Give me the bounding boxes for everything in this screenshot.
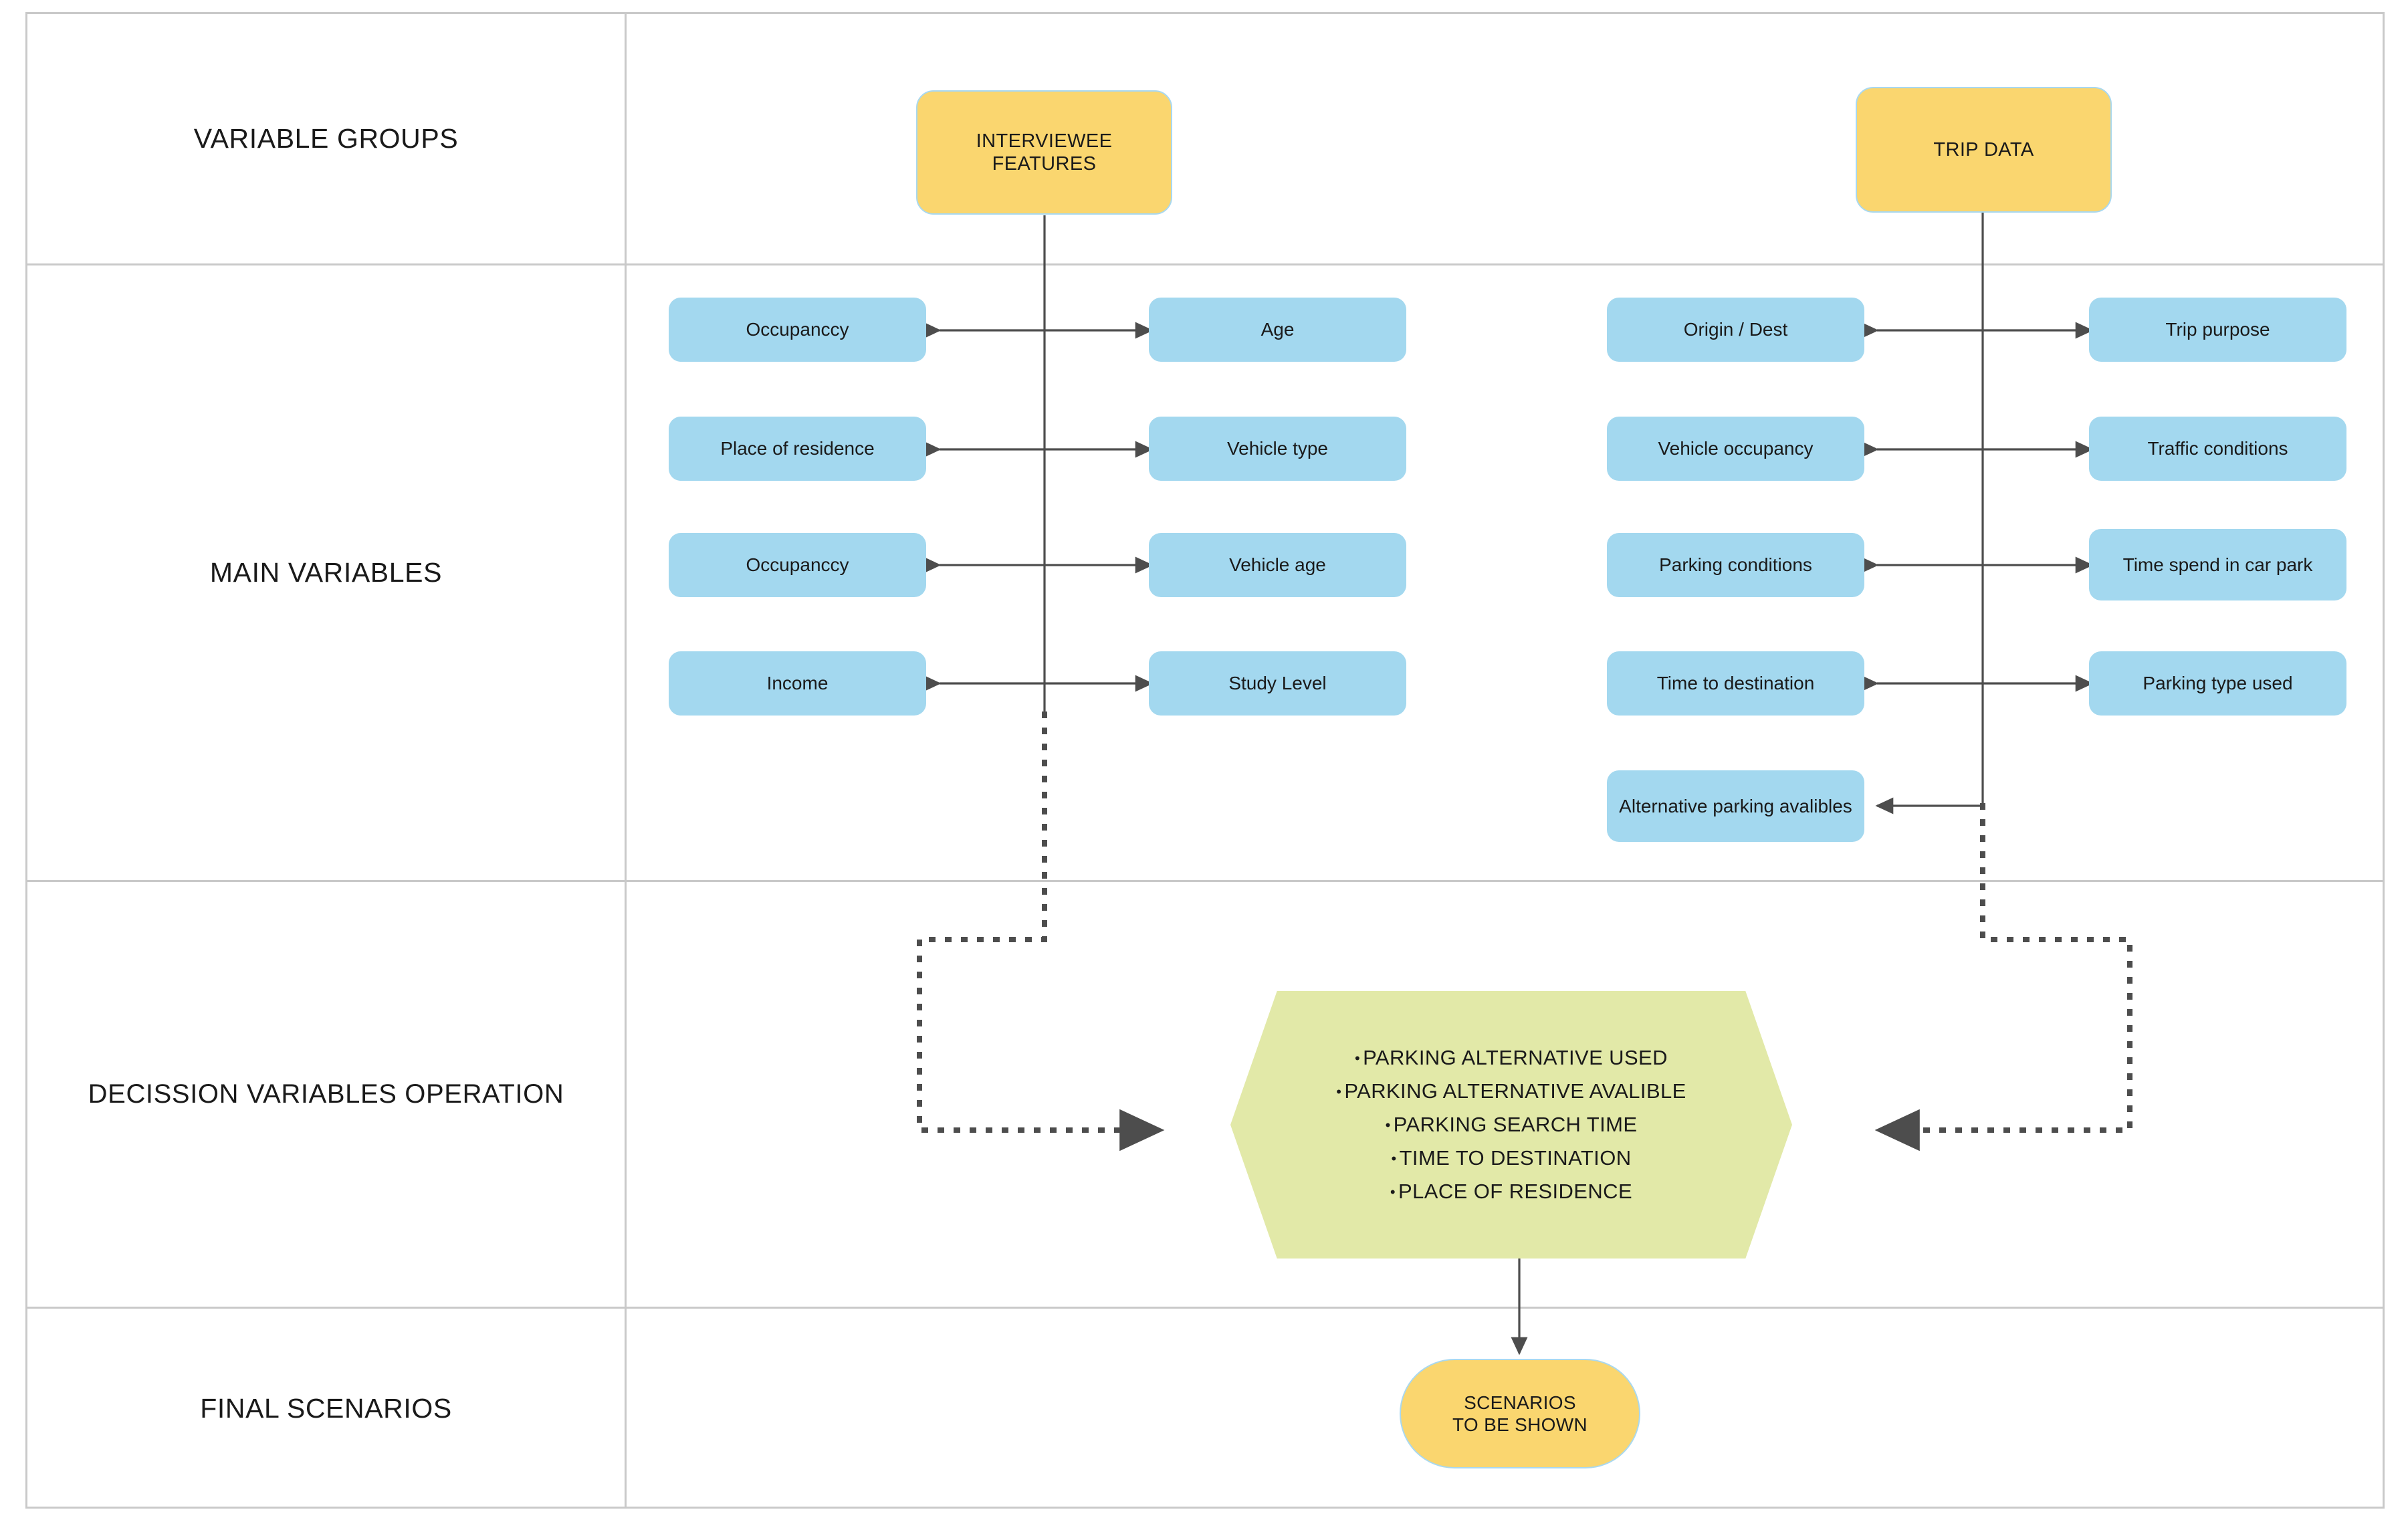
variable-label: Age: [1261, 319, 1295, 340]
row-divider-3: [25, 1307, 2385, 1309]
variable-box-parking-conditions[interactable]: Parking conditions: [1607, 533, 1864, 597]
row-label-decission-variables-operation: DECISSION VARIABLES OPERATION: [88, 1079, 564, 1109]
variable-box-trip-purpose[interactable]: Trip purpose: [2089, 298, 2346, 362]
variable-label: Vehicle age: [1229, 554, 1326, 576]
group-trip-data-label: TRIP DATA: [1933, 138, 2034, 160]
variable-label: Trip purpose: [2165, 319, 2270, 340]
variable-label: Place of residence: [720, 438, 875, 459]
row-divider-1: [25, 263, 2385, 265]
group-trip-data[interactable]: TRIP DATA: [1856, 87, 2112, 213]
decision-variables-hexagon[interactable]: PARKING ALTERNATIVE USED PARKING ALTERNA…: [1230, 991, 1792, 1259]
variable-label: Time to destination: [1656, 673, 1815, 694]
group-interviewee-features[interactable]: INTERVIEWEE FEATURES: [916, 90, 1172, 215]
variable-label: Vehicle type: [1227, 438, 1328, 459]
row-label-variable-groups: VARIABLE GROUPS: [193, 123, 459, 154]
variable-label: Occupanccy: [746, 554, 849, 576]
decision-item: PARKING ALTERNATIVE USED: [1336, 1046, 1686, 1070]
final-scenarios-label: SCENARIOS TO BE SHOWN: [1452, 1392, 1588, 1435]
row-label-main-variables: MAIN VARIABLES: [209, 557, 443, 588]
variable-box-occupanccy-2[interactable]: Occupanccy: [669, 533, 926, 597]
variable-label: Occupanccy: [746, 319, 849, 340]
row-label-final-scenarios: FINAL SCENARIOS: [200, 1393, 452, 1424]
variable-box-study-level[interactable]: Study Level: [1149, 651, 1406, 716]
group-interviewee-features-label: INTERVIEWEE FEATURES: [976, 130, 1113, 175]
variable-label: Time spend in car park: [2122, 554, 2313, 575]
variable-label: Parking type used: [2143, 673, 2293, 694]
variable-box-origin-dest[interactable]: Origin / Dest: [1607, 298, 1864, 362]
decision-item: PARKING ALTERNATIVE AVALIBLE: [1336, 1079, 1686, 1103]
variable-box-vehicle-age[interactable]: Vehicle age: [1149, 533, 1406, 597]
variable-box-time-spend-in-car-park[interactable]: Time spend in car park: [2089, 529, 2346, 600]
variable-box-time-to-destination[interactable]: Time to destination: [1607, 651, 1864, 716]
variable-label: Vehicle occupancy: [1658, 438, 1814, 459]
variable-box-alternative-parking-avalibles[interactable]: Alternative parking avalibles: [1607, 770, 1864, 842]
table-frame: [25, 12, 2385, 1509]
variable-box-occupanccy-1[interactable]: Occupanccy: [669, 298, 926, 362]
variable-box-age[interactable]: Age: [1149, 298, 1406, 362]
variable-label: Income: [766, 673, 829, 694]
variable-label: Traffic conditions: [2147, 438, 2288, 459]
decision-item: PLACE OF RESIDENCE: [1336, 1180, 1686, 1204]
variable-label: Origin / Dest: [1683, 319, 1788, 340]
row-divider-2: [25, 880, 2385, 882]
column-divider-lower: [625, 1307, 627, 1509]
variable-label: Parking conditions: [1659, 554, 1812, 576]
decision-item: PARKING SEARCH TIME: [1336, 1113, 1686, 1137]
decision-item: TIME TO DESTINATION: [1336, 1146, 1686, 1170]
decision-variables-list: PARKING ALTERNATIVE USED PARKING ALTERNA…: [1336, 1036, 1686, 1213]
variable-label: Study Level: [1228, 673, 1327, 694]
variable-box-income[interactable]: Income: [669, 651, 926, 716]
variable-box-parking-type-used[interactable]: Parking type used: [2089, 651, 2346, 716]
column-divider-upper: [625, 12, 627, 1307]
variable-box-traffic-conditions[interactable]: Traffic conditions: [2089, 417, 2346, 481]
variable-box-place-of-residence[interactable]: Place of residence: [669, 417, 926, 481]
final-scenarios-node[interactable]: SCENARIOS TO BE SHOWN: [1400, 1359, 1640, 1468]
variable-box-vehicle-type[interactable]: Vehicle type: [1149, 417, 1406, 481]
variable-label: Alternative parking avalibles: [1619, 795, 1852, 816]
variable-box-vehicle-occupancy[interactable]: Vehicle occupancy: [1607, 417, 1864, 481]
